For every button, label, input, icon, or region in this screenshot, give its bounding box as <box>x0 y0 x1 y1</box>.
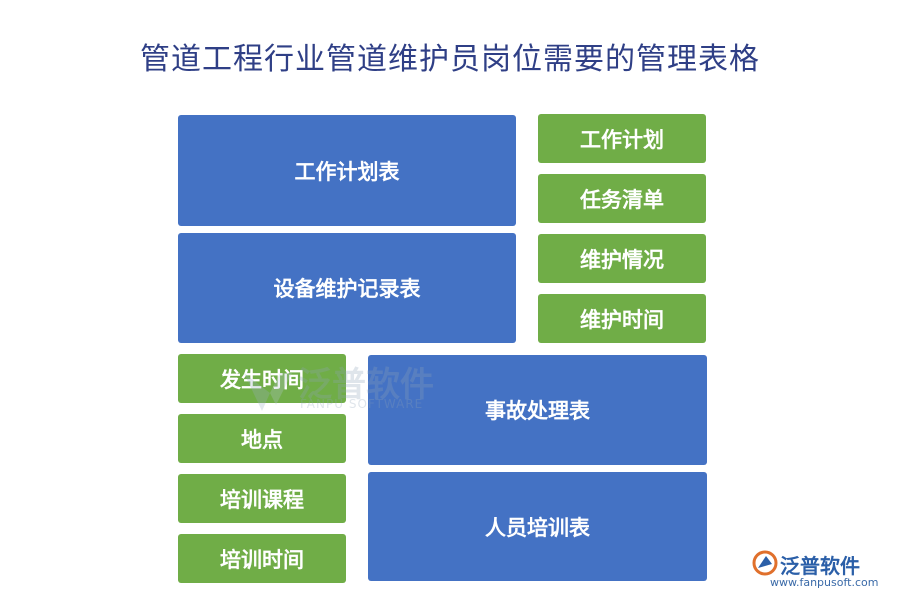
table-box-equipment-maintenance: 设备维护记录表 <box>178 233 516 343</box>
brand-logo: 泛普软件 www.fanpusoft.com <box>752 550 892 594</box>
item-box-maintenance-time: 维护时间 <box>538 294 706 343</box>
item-box-occurrence-time: 发生时间 <box>178 354 346 403</box>
item-box-training-course: 培训课程 <box>178 474 346 523</box>
fanpu-logo-icon <box>752 550 778 576</box>
table-box-work-plan: 工作计划表 <box>178 115 516 226</box>
item-box-training-time: 培训时间 <box>178 534 346 583</box>
item-box-work-plan: 工作计划 <box>538 114 706 163</box>
brand-name: 泛普软件 <box>780 554 860 578</box>
page-title: 管道工程行业管道维护员岗位需要的管理表格 <box>140 42 760 77</box>
table-box-accident-handling: 事故处理表 <box>368 355 707 465</box>
item-box-task-list: 任务清单 <box>538 174 706 223</box>
table-box-staff-training: 人员培训表 <box>368 472 707 581</box>
item-box-location: 地点 <box>178 414 346 463</box>
item-box-maintenance-status: 维护情况 <box>538 234 706 283</box>
brand-url: www.fanpusoft.com <box>770 576 879 589</box>
